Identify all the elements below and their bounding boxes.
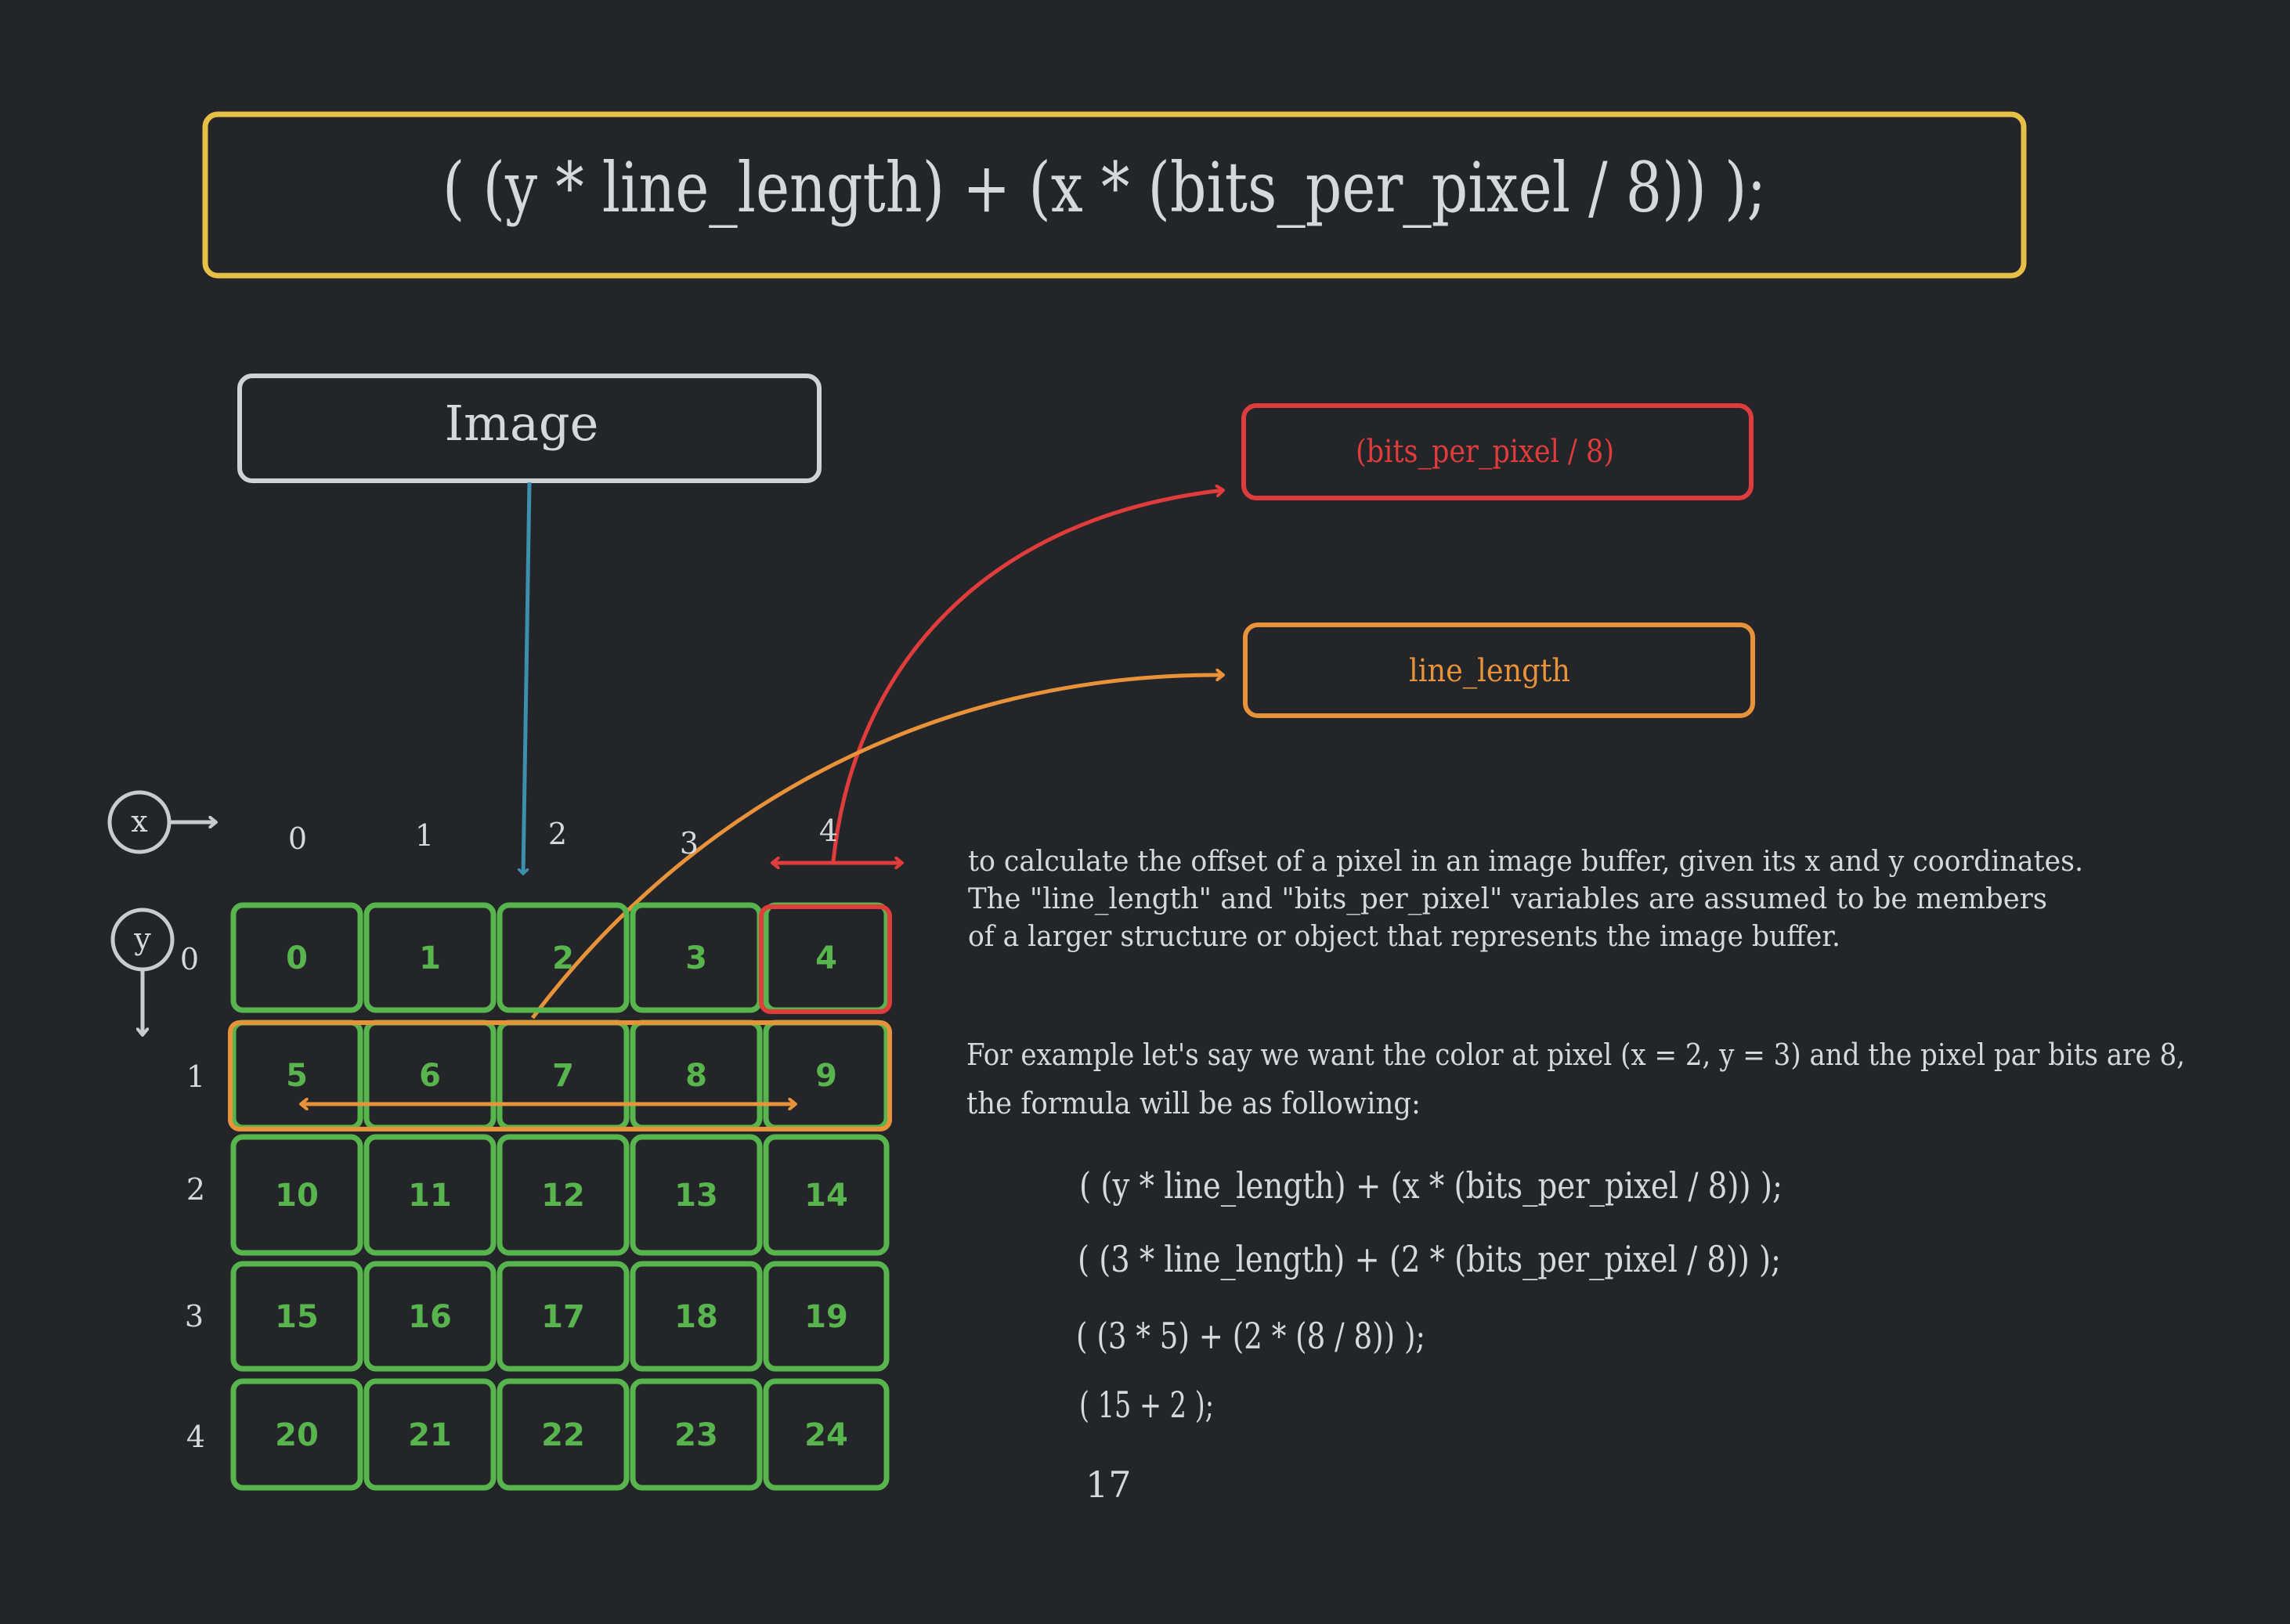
pixel-cell: 14 — [763, 1134, 890, 1256]
calculation-step: ( (y * line_length) + (x * (bits_per_pix… — [1079, 1164, 1783, 1207]
pixel-cell: 13 — [630, 1134, 763, 1256]
x-tick-label: 0 — [288, 821, 307, 856]
pixel-cell: 17 — [497, 1261, 630, 1372]
example-line: For example let's say we want the color … — [966, 1038, 2185, 1072]
pixel-cell: 22 — [497, 1378, 630, 1491]
y-axis-indicator: y — [110, 908, 175, 1035]
formula-text: ( (y * line_length) + (x * (bits_per_pix… — [442, 147, 1766, 228]
row-1-highlight — [228, 1020, 892, 1131]
pixel-cell: 19 — [763, 1261, 890, 1372]
pixel-cell: 15 — [230, 1261, 363, 1372]
bits-per-pixel-box: (bits_per_pixel / 8) — [1241, 403, 1754, 500]
description-line: of a larger structure or object that rep… — [968, 921, 1840, 953]
pixel-index-label: 2 — [552, 940, 574, 976]
y-tick-label: 3 — [185, 1299, 204, 1333]
pixel-index-label: 0 — [286, 940, 308, 976]
bits-per-pixel-label: (bits_per_pixel / 8) — [1356, 434, 1614, 470]
pixel-index-label: 1 — [419, 940, 441, 976]
pixel-index-label: 20 — [275, 1417, 319, 1453]
y-axis-ticks: 0 1 2 3 4 — [180, 942, 205, 1454]
pixel-index-label: 7 — [552, 1058, 574, 1094]
pixel-index-label: 22 — [541, 1417, 585, 1453]
pixel-cell: 8 — [630, 1020, 763, 1131]
y-axis-icon-label: y — [133, 922, 151, 956]
pixel-index-label: 11 — [408, 1178, 452, 1214]
line-length-label: line_length — [1409, 653, 1570, 689]
x-axis-indicator: x — [107, 790, 216, 854]
x-axis-icon-label: x — [131, 804, 147, 839]
pixel-index-label: 24 — [804, 1417, 848, 1453]
pixel-index-label: 19 — [804, 1299, 848, 1335]
x-tick-label: 4 — [819, 814, 838, 848]
pixel-index-label: 13 — [674, 1178, 718, 1214]
y-tick-label: 1 — [186, 1059, 205, 1094]
pixel-index-label: 15 — [275, 1299, 319, 1335]
calculation-step: 17 — [1085, 1463, 1132, 1506]
pixel-cell: 1 — [363, 902, 497, 1013]
pixel-index-label: 12 — [541, 1178, 585, 1214]
pixel-cell: 3 — [630, 902, 763, 1013]
calculation-step: ( 15 + 2 ); — [1079, 1384, 1214, 1426]
y-tick-label: 2 — [186, 1172, 205, 1207]
x-tick-label: 3 — [680, 826, 699, 861]
y-tick-label: 0 — [180, 942, 199, 976]
formula-box: ( (y * line_length) + (x * (bits_per_pix… — [202, 111, 2027, 279]
pixel-index-label: 9 — [815, 1058, 837, 1094]
pixel-cell: 4 — [763, 902, 890, 1013]
pixel-cell: 0 — [230, 902, 363, 1013]
pixel-cell: 21 — [363, 1378, 497, 1491]
pixel-index-label: 4 — [815, 940, 837, 976]
image-box: Image — [237, 374, 822, 483]
x-axis-ticks: 0 1 2 3 4 — [288, 814, 838, 861]
calculation-steps: ( (y * line_length) + (x * (bits_per_pix… — [1076, 1164, 1783, 1506]
pixel-cell: 18 — [630, 1261, 763, 1372]
pixel-cell: 5 — [230, 1020, 363, 1131]
pixel-index-label: 14 — [804, 1178, 848, 1214]
pixel-index-label: 5 — [286, 1058, 308, 1094]
example-text: For example let's say we want the color … — [966, 1038, 2185, 1121]
pixel-index-label: 16 — [408, 1299, 452, 1335]
image-pointer-arrow — [523, 482, 532, 874]
pixel-cell: 9 — [763, 1020, 890, 1131]
pixel-index-label: 18 — [674, 1299, 718, 1335]
pixel-index-label: 23 — [674, 1417, 718, 1453]
description-line: The "line_length" and "bits_per_pixel" v… — [968, 883, 2047, 915]
pixel-cell: 6 — [363, 1020, 497, 1131]
pixel-index-label: 6 — [419, 1058, 441, 1094]
description-text: to calculate the offset of a pixel in an… — [968, 846, 2083, 953]
description-line: to calculate the offset of a pixel in an… — [968, 846, 2083, 878]
pixel-index-label: 17 — [541, 1299, 585, 1335]
example-line: the formula will be as following: — [966, 1086, 1421, 1121]
x-tick-label: 1 — [415, 818, 434, 853]
calculation-step: ( (3 * line_length) + (2 * (bits_per_pix… — [1078, 1238, 1781, 1280]
pixel-cell: 2 — [497, 902, 630, 1013]
calculation-step: ( (3 * 5) + (2 * (8 / 8)) ); — [1076, 1315, 1425, 1357]
pixel-index-label: 3 — [685, 940, 707, 976]
pixel-cell: 10 — [230, 1134, 363, 1256]
pixel-cell: 7 — [497, 1020, 630, 1131]
image-box-label: Image — [445, 395, 599, 452]
pixel-cell: 11 — [363, 1134, 497, 1256]
y-tick-label: 4 — [186, 1420, 205, 1454]
x-tick-label: 2 — [548, 817, 567, 851]
pixel-index-label: 21 — [408, 1417, 452, 1453]
line-length-box: line_length — [1243, 623, 1755, 718]
pixel-cell: 16 — [363, 1261, 497, 1372]
pixel-cell: 23 — [630, 1378, 763, 1491]
line-length-arrow — [531, 675, 1223, 1020]
pixel-cell: 24 — [763, 1378, 890, 1491]
pixel-cell: 12 — [497, 1134, 630, 1256]
pixel-cell: 20 — [230, 1378, 363, 1491]
pixel-index-label: 8 — [685, 1058, 707, 1094]
pixel-index-label: 10 — [275, 1178, 319, 1214]
bits-per-pixel-arrow — [831, 490, 1223, 862]
pixel-4-highlight — [759, 904, 892, 1014]
